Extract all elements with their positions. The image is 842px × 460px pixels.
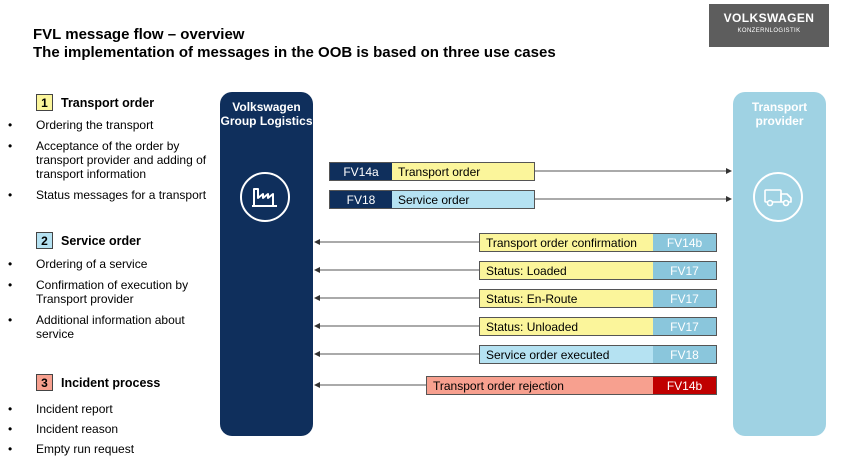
list-item: Confirmation of execution by Transport p…	[8, 278, 218, 306]
message-label: Status: Loaded	[480, 262, 653, 279]
message-fv14b-confirmation: Transport order confirmation FV14b	[479, 233, 717, 252]
message-label: Service order	[392, 191, 534, 208]
message-label: Status: Unloaded	[480, 318, 653, 335]
section-number: 3	[36, 374, 53, 391]
page-subtitle: The implementation of messages in the OO…	[33, 44, 556, 61]
message-code: FV14b	[653, 234, 716, 251]
message-fv17-en-route: Status: En-Route FV17	[479, 289, 717, 308]
section-number: 1	[36, 94, 53, 111]
brand-logo: VOLKSWAGEN KONZERNLOGISTIK	[709, 4, 829, 47]
list-item: Status messages for a transport	[8, 188, 218, 202]
message-fv14a-transport-order: FV14a Transport order	[329, 162, 535, 181]
message-code: FV17	[653, 318, 716, 335]
section-transport-order-list: Ordering the transport Acceptance of the…	[8, 118, 218, 209]
message-fv18-service-order: FV18 Service order	[329, 190, 535, 209]
message-label: Service order executed	[480, 346, 653, 363]
pillar-label: Transport provider	[751, 100, 808, 128]
message-label: Transport order rejection	[427, 377, 653, 394]
list-item: Additional information about service	[8, 313, 218, 341]
list-item: Ordering of a service	[8, 257, 218, 271]
message-code: FV17	[653, 290, 716, 307]
list-item: Incident reason	[8, 423, 218, 437]
factory-icon	[240, 172, 290, 222]
message-fv17-loaded: Status: Loaded FV17	[479, 261, 717, 280]
section-title: Service order	[61, 233, 141, 248]
message-fv18-service-executed: Service order executed FV18	[479, 345, 717, 364]
list-item: Incident report	[8, 403, 218, 417]
transport-provider-pillar: Transport provider	[733, 92, 826, 436]
list-item: Ordering the transport	[8, 118, 218, 132]
list-item: Empty run request	[8, 443, 218, 457]
section-service-order-list: Ordering of a service Confirmation of ex…	[8, 257, 218, 348]
section-incident-process-heading: 3 Incident process	[36, 374, 160, 391]
truck-icon	[753, 172, 803, 222]
volkswagen-group-logistics-pillar: Volkswagen Group Logistics	[220, 92, 313, 436]
message-fv14b-rejection: Transport order rejection FV14b	[426, 376, 717, 395]
page-title: FVL message flow – overview	[33, 26, 245, 43]
message-code: FV18	[653, 346, 716, 363]
section-title: Incident process	[61, 375, 161, 390]
message-label: Transport order confirmation	[480, 234, 653, 251]
pillar-label: Volkswagen Group Logistics	[220, 100, 313, 128]
message-label: Transport order	[392, 163, 534, 180]
section-transport-order-heading: 1 Transport order	[36, 94, 154, 111]
message-label: Status: En-Route	[480, 290, 653, 307]
section-incident-process-list: Incident report Incident reason Empty ru…	[8, 403, 218, 457]
section-title: Transport order	[61, 95, 155, 110]
message-fv17-unloaded: Status: Unloaded FV17	[479, 317, 717, 336]
message-code: FV14a	[330, 163, 392, 180]
message-code: FV18	[330, 191, 392, 208]
message-code: FV17	[653, 262, 716, 279]
brand-name: VOLKSWAGEN	[723, 11, 815, 25]
message-code: FV14b	[653, 377, 716, 394]
section-service-order-heading: 2 Service order	[36, 232, 141, 249]
brand-sub: KONZERNLOGISTIK	[737, 28, 801, 34]
section-number: 2	[36, 232, 53, 249]
list-item: Acceptance of the order by transport pro…	[8, 139, 218, 181]
